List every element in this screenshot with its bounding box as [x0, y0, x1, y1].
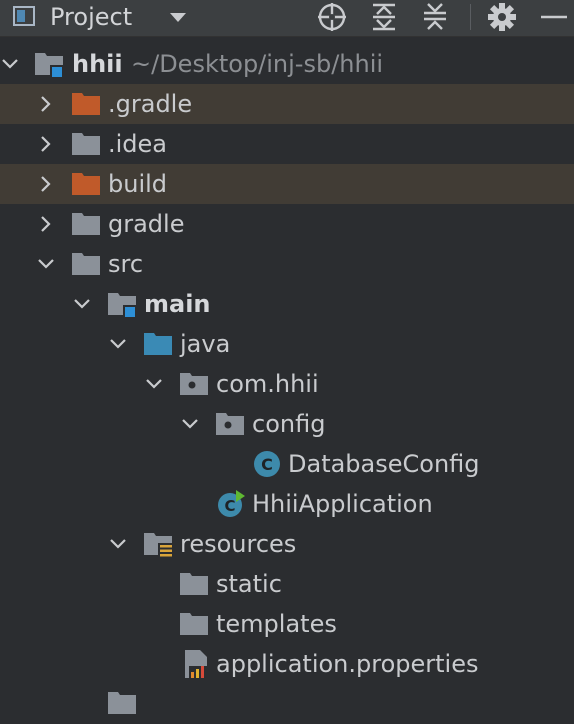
tree-node-label: com.hhii	[216, 370, 319, 398]
excluded-folder-icon	[72, 173, 100, 195]
source-folder-icon	[144, 333, 172, 355]
tree-node-com-hhii[interactable]: com.hhii	[0, 364, 574, 404]
folder-icon	[180, 613, 208, 635]
gear-icon[interactable]	[485, 2, 519, 32]
tree-node-label: resources	[180, 530, 297, 558]
tree-node-static[interactable]: static	[0, 564, 574, 604]
chevron-down-icon[interactable]	[0, 54, 20, 74]
toolbar-separator	[470, 4, 471, 30]
resources-folder-icon	[144, 533, 173, 559]
tree-node-label: main	[144, 290, 211, 318]
java-class-icon: C	[254, 451, 280, 477]
tree-node-hhiiapplication[interactable]: C HhiiApplication	[0, 484, 574, 524]
module-folder-icon	[35, 53, 63, 78]
package-icon	[216, 413, 244, 435]
tree-node-label: HhiiApplication	[252, 490, 433, 518]
tree-node-idea[interactable]: .idea	[0, 124, 574, 164]
chevron-down-icon[interactable]	[36, 254, 56, 274]
tree-node-label: .idea	[108, 130, 168, 158]
chevron-down-icon[interactable]	[144, 374, 164, 394]
tree-node-gradle[interactable]: gradle	[0, 204, 574, 244]
tree-node-java[interactable]: java	[0, 324, 574, 364]
tree-node-config[interactable]: config	[0, 404, 574, 444]
collapse-all-icon[interactable]	[418, 2, 452, 32]
tree-node-src[interactable]: src	[0, 244, 574, 284]
expand-all-icon[interactable]	[367, 2, 401, 32]
tree-node-application-properties[interactable]: application.properties	[0, 644, 574, 684]
tree-node-label: src	[108, 250, 144, 278]
chevron-right-icon[interactable]	[36, 134, 56, 154]
package-icon	[180, 373, 208, 395]
locate-icon[interactable]	[315, 2, 349, 32]
project-tool-window-header: Project	[0, 0, 574, 37]
folder-icon	[72, 133, 100, 155]
chevron-right-icon[interactable]	[36, 174, 56, 194]
tree-node-build[interactable]: build	[0, 164, 574, 204]
chevron-down-icon[interactable]	[108, 334, 128, 354]
tree-node-databaseconfig[interactable]: C DatabaseConfig	[0, 444, 574, 484]
tree-node-label: application.properties	[216, 650, 479, 678]
project-tree: hhii ~/Desktop/inj-sb/hhii .gradle .idea…	[0, 44, 574, 714]
svg-text:C: C	[261, 455, 273, 474]
tree-node-label: gradle	[108, 210, 185, 238]
chevron-right-icon[interactable]	[36, 94, 56, 114]
chevron-down-icon[interactable]	[72, 294, 92, 314]
chevron-down-icon[interactable]	[180, 414, 200, 434]
chevron-down-icon[interactable]	[108, 534, 128, 554]
tree-node-label: config	[252, 410, 326, 438]
tree-node-partial[interactable]	[0, 684, 574, 724]
tree-node-resources[interactable]: resources	[0, 524, 574, 564]
tree-node-label: hhii	[72, 50, 123, 78]
tree-node-label: java	[180, 330, 231, 358]
project-view-title[interactable]: Project	[50, 3, 133, 31]
folder-icon	[72, 213, 100, 235]
module-folder-icon	[108, 293, 136, 318]
project-tool-window-icon[interactable]	[13, 6, 35, 26]
dropdown-icon[interactable]	[168, 9, 188, 25]
tree-node-label: build	[108, 170, 168, 198]
tree-node-label: static	[216, 570, 282, 598]
tree-node-main[interactable]: main	[0, 284, 574, 324]
properties-file-icon	[185, 650, 207, 679]
spring-boot-class-icon: C	[218, 490, 245, 517]
minimize-icon[interactable]	[537, 2, 571, 32]
chevron-right-icon[interactable]	[36, 214, 56, 234]
tree-node-hhii[interactable]: hhii ~/Desktop/inj-sb/hhii	[0, 44, 574, 84]
tree-node-label: DatabaseConfig	[288, 450, 480, 478]
tree-node-label: .gradle	[108, 90, 193, 118]
excluded-folder-icon	[72, 93, 100, 115]
tree-node-gradle-cache[interactable]: .gradle	[0, 84, 574, 124]
tree-node-templates[interactable]: templates	[0, 604, 574, 644]
tree-node-label: templates	[216, 610, 337, 638]
folder-icon	[180, 573, 208, 595]
folder-icon	[72, 253, 100, 275]
module-path: ~/Desktop/inj-sb/hhii	[131, 50, 384, 78]
svg-text:C: C	[224, 497, 235, 515]
